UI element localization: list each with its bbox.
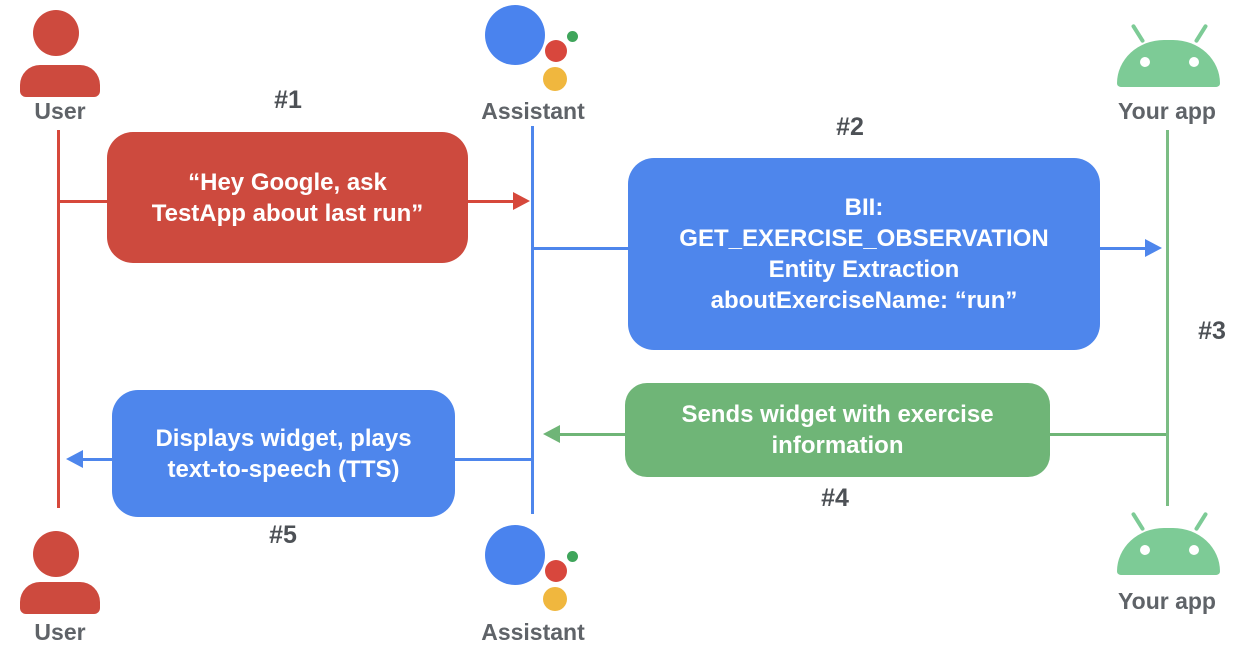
message-5-line: Displays widget, plays [155,424,412,452]
android-icon [1193,511,1209,532]
step-5-label: #5 [269,521,297,549]
assistant-icon [485,5,545,65]
android-icon [1117,528,1220,575]
assistant-icon [567,551,578,562]
arrow-5-head-icon [66,450,83,468]
arrow-4-head-icon [543,425,560,443]
arrow-1-head-icon [513,192,530,210]
android-icon [1140,57,1150,67]
app-lifeline [1166,130,1169,506]
step-2-label: #2 [836,113,864,141]
user-icon [20,582,100,614]
android-icon [1193,23,1209,44]
message-2-line: BII: [844,194,884,221]
user-label-bottom: User [34,619,86,645]
user-lifeline [57,130,60,508]
android-icon [1140,545,1150,555]
assistant-lifeline [531,126,534,514]
message-2-box: BII: GET_EXERCISE_OBSERVATION Entity Ext… [628,158,1100,350]
message-4-line: Sends widget with exercise [681,401,994,428]
android-icon [1189,545,1199,555]
android-icon [1189,57,1199,67]
message-1-line: “Hey Google, ask [188,168,387,196]
step-4-label: #4 [821,484,849,512]
assistant-icon [485,525,545,585]
android-icon [1130,23,1146,44]
user-icon [33,531,79,577]
message-5-line: text-to-speech (TTS) [167,455,400,483]
message-2-line: aboutExerciseName: “run” [710,287,1018,314]
message-5-box: Displays widget, plays text-to-speech (T… [112,390,455,517]
step-3-label: #3 [1198,317,1226,345]
assistant-label-bottom: Assistant [481,619,585,645]
app-label-top: Your app [1118,98,1216,124]
assistant-icon [543,587,567,611]
message-4-box: Sends widget with exercise information [625,383,1050,477]
assistant-icon [545,40,567,62]
user-label-top: User [34,98,86,124]
assistant-label-top: Assistant [481,98,585,124]
android-icon [1130,511,1146,532]
message-2-line: GET_EXERCISE_OBSERVATION [679,225,1049,252]
message-1-line: TestApp about last run” [151,199,424,227]
assistant-icon [567,31,578,42]
android-icon [1117,40,1220,87]
app-label-bottom: Your app [1118,588,1216,614]
arrow-2-head-icon [1145,239,1162,257]
assistant-icon [545,560,567,582]
message-2-line: Entity Extraction [768,256,960,283]
step-1-label: #1 [274,86,302,114]
user-icon [20,65,100,97]
message-4-line: information [771,432,904,459]
message-1-box: “Hey Google, ask TestApp about last run” [107,132,468,263]
user-icon [33,10,79,56]
assistant-icon [543,67,567,91]
